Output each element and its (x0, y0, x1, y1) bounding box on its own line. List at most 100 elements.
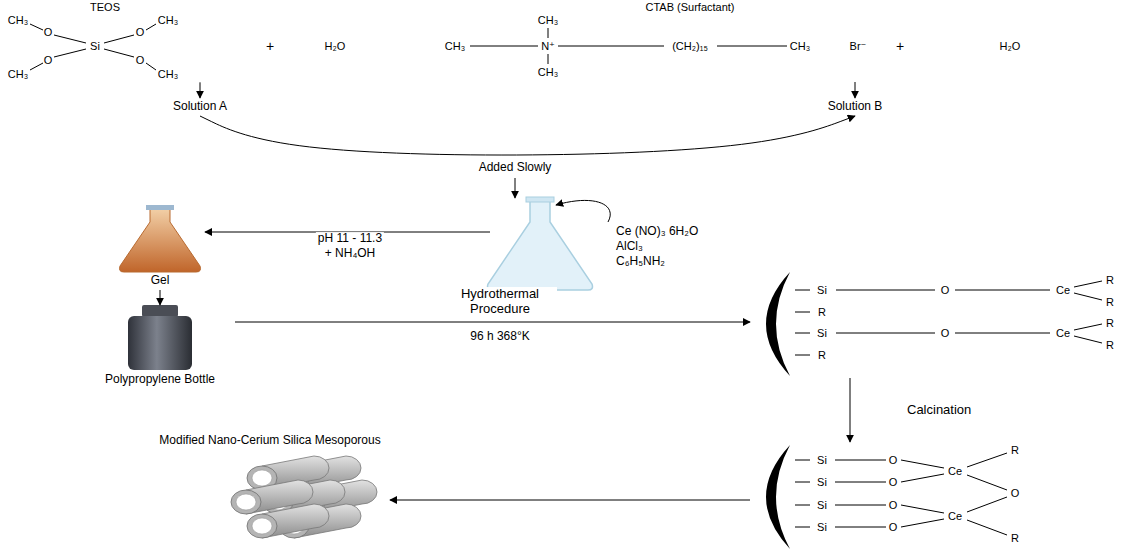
node-text: Si (817, 499, 827, 512)
bond (1074, 336, 1102, 343)
node-text: Ce (948, 465, 962, 478)
gel-flask: Gel (115, 205, 205, 290)
structure-bonds (795, 453, 1007, 535)
node-text: CH₃ (158, 68, 178, 81)
node-text: R (1106, 339, 1114, 352)
bond (1074, 293, 1102, 300)
bond (558, 46, 664, 47)
bond (146, 24, 156, 30)
bond (104, 49, 134, 57)
solution-label: Solution A (150, 98, 250, 116)
node-text: Solution B (828, 100, 883, 114)
node-text: Polypropylene Bottle (105, 373, 215, 387)
tube-pore (236, 494, 256, 510)
cerium-silica-structure: SiOCeRRRSiOCeRRR (750, 268, 1120, 378)
process-arrow (200, 82, 201, 98)
calcined-structure: SiORCeSiOOSiOCeSiOR (750, 442, 1050, 548)
node-text: Ce (1056, 284, 1070, 297)
bond (795, 505, 810, 506)
bond (548, 28, 549, 38)
polypropylene-bottle: Polypropylene Bottle (85, 305, 235, 390)
bond (30, 24, 43, 30)
bond (795, 527, 810, 528)
bond (795, 312, 810, 313)
node-text: R (1106, 274, 1114, 287)
bond (835, 505, 886, 506)
node-text: O (44, 26, 53, 39)
node-text: CH₃ (8, 14, 28, 27)
edge-label: pH 11 - 11.3 (316, 232, 384, 246)
bond (835, 482, 886, 483)
bond (901, 460, 944, 468)
node-text: CTAB (Surfactant) (645, 1, 734, 14)
node-text: N⁺ (541, 40, 555, 53)
bond (967, 475, 1007, 490)
tube-rim (231, 490, 261, 514)
bond (1074, 324, 1102, 330)
node-text: CH₃ (445, 40, 465, 53)
node-text: TEOS (90, 1, 120, 14)
node-text: Ce (948, 510, 962, 523)
node-text: (CH₂)₁₅ (672, 40, 708, 53)
node-text: O (941, 327, 950, 340)
node-text: R (1011, 444, 1019, 457)
structure-bonds (795, 281, 1102, 355)
bond (146, 63, 156, 70)
gel-flask-rim (146, 205, 174, 210)
tube-pore (252, 470, 272, 486)
node-text: Gel (151, 274, 170, 288)
bond (30, 63, 43, 70)
bracket (766, 445, 790, 549)
node-text: C₆H₅NH₂ (616, 255, 665, 269)
reaction-flask: Ce (NO)₃ 6H₂OAlCl₃C₆H₅NH₂ (490, 198, 730, 290)
bond (967, 453, 1007, 467)
node-text: O (1011, 487, 1020, 500)
bottle-body (128, 316, 192, 370)
node-text: Si (817, 476, 827, 489)
process-arrow (200, 116, 855, 155)
ctab-molecule: CTAB (Surfactant)CH₃CH₃N⁺(CH₂)₁₅CH₃Br⁻CH… (430, 0, 890, 82)
bond (967, 520, 1007, 535)
bond (955, 290, 1050, 291)
bond (795, 355, 810, 356)
edge-label: Added Slowly (477, 161, 554, 175)
bond (836, 333, 935, 334)
bond (795, 460, 810, 461)
solution-label: Solution B (805, 98, 905, 116)
process-arrow (390, 500, 750, 501)
node-text: O (941, 284, 950, 297)
flask-rim (526, 197, 554, 202)
bond (901, 519, 944, 527)
bottle-cap (142, 305, 178, 317)
node-text: CH₃ (8, 68, 28, 81)
teos-bonds (30, 24, 156, 70)
bond (967, 497, 1007, 512)
node-text: CH₃ (790, 40, 810, 53)
bond (717, 46, 787, 47)
node-text: Ce (1056, 327, 1070, 340)
node-text: O (889, 521, 898, 534)
node-text: Modified Nano-Cerium Silica Mesoporous (159, 434, 380, 448)
process-arrow (850, 378, 851, 442)
annotation-label: 96 h 368°K (468, 330, 532, 344)
mesoporous-product: Modified Nano-Cerium Silica Mesoporous (200, 426, 390, 544)
bond (54, 35, 86, 43)
annotation-label: + NH₄OH (323, 247, 378, 261)
tube-rim (247, 514, 277, 538)
edge-label: Calcination (905, 403, 973, 418)
node-text: R (1106, 296, 1114, 309)
bond (795, 482, 810, 483)
node-text: Ce (NO)₃ 6H₂O (616, 225, 698, 239)
process-arrow (235, 322, 750, 323)
flask (488, 200, 593, 290)
reagent-arrow (556, 200, 610, 222)
node-text: R (818, 306, 826, 319)
bond (955, 333, 1050, 334)
node-text: R (1011, 532, 1019, 545)
bond (836, 290, 935, 291)
down-arrow (515, 178, 516, 198)
annotation-label: H₂O (323, 40, 348, 53)
node-text: CH₃ (538, 66, 558, 79)
bond (835, 460, 886, 461)
